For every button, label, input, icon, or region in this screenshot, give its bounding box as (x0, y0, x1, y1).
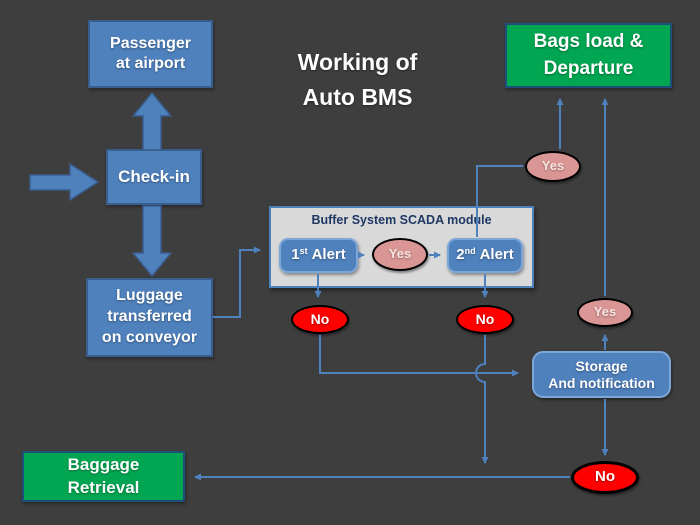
node-passenger-at-airport: Passenger at airport (88, 20, 213, 88)
first-alert-word: Alert (311, 246, 346, 264)
first-alert-number: 1 (291, 246, 300, 264)
node-check-in: Check-in (106, 149, 202, 205)
block-arrow-checkin-to-luggage (131, 205, 173, 278)
block-arrow-checkin-to-passenger (131, 91, 173, 151)
yes-mid-label: Yes (388, 246, 412, 262)
second-alert-number: 2 (456, 246, 465, 264)
yes-right-label: Yes (593, 304, 617, 320)
storage-label-line1: Storage (575, 357, 628, 374)
buffer-system-title: Buffer System SCADA module (311, 213, 492, 227)
connector-no-left-to-storage (319, 335, 519, 377)
storage-label-line2: And notification (548, 374, 655, 391)
slide-title-line1: Working of (297, 49, 418, 75)
decision-no-first-alert: No (291, 305, 349, 334)
decision-yes-between-alerts: Yes (372, 238, 428, 271)
no-left-label: No (310, 310, 330, 327)
connector-no-right-down-with-hop (475, 335, 489, 464)
decision-yes-after-storage: Yes (577, 298, 633, 327)
decision-yes-to-bags-load: Yes (525, 151, 581, 182)
node-storage-and-notification: Storage And notification (532, 351, 671, 398)
decision-no-second-alert: No (456, 305, 514, 334)
luggage-label-line2: transferred (107, 308, 192, 326)
passenger-label-line2: at airport (115, 55, 186, 72)
node-luggage-transferred: Luggage transferred on conveyor (86, 278, 213, 357)
block-arrow-into-checkin (29, 162, 100, 202)
checkin-label: Check-in (118, 167, 190, 187)
slide-title-line2: Auto BMS (302, 84, 413, 110)
passenger-label-line1: Passenger (110, 35, 191, 52)
decision-no-after-storage: No (571, 461, 639, 494)
second-alert-word: Alert (479, 246, 514, 264)
bags-load-label-line2: Departure (543, 57, 634, 79)
connector-luggage-to-buffer (213, 246, 261, 318)
luggage-label-line1: Luggage (116, 287, 183, 305)
baggage-retrieval-label-line1: Baggage (67, 455, 140, 475)
second-alert-ordinal: nd (464, 246, 476, 257)
bags-load-label-line1: Bags load & (533, 30, 644, 52)
baggage-retrieval-label-line2: Retrieval (67, 477, 140, 497)
no-bottom-label: No (595, 468, 615, 486)
luggage-label-line3: on conveyor (101, 328, 198, 346)
yes-top-label: Yes (541, 158, 565, 174)
node-bags-load-departure: Bags load & Departure (505, 23, 672, 88)
no-right-label: No (475, 310, 495, 327)
slide-title: Working of Auto BMS (250, 45, 465, 115)
first-alert-ordinal: st (299, 246, 308, 257)
node-baggage-retrieval: Baggage Retrieval (22, 451, 185, 502)
